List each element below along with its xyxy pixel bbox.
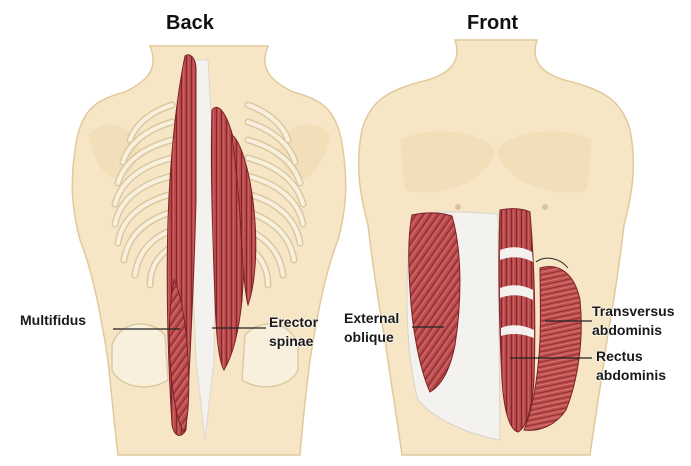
- multifidus-label: Multifidus: [20, 311, 86, 330]
- rectus-abdominis-label: Rectus abdominis: [596, 347, 666, 385]
- back-pelvis: [112, 324, 168, 387]
- front-figure: [359, 40, 634, 455]
- back-figure: [72, 46, 345, 455]
- erector-spinae-label: Erector spinae: [269, 313, 318, 351]
- back-title: Back: [166, 12, 214, 35]
- front-title: Front: [467, 12, 518, 35]
- external-oblique-label: External oblique: [344, 309, 399, 347]
- rectus-abdominis-muscle: [499, 209, 535, 432]
- transversus-abdominis-label: Transversus abdominis: [592, 302, 675, 340]
